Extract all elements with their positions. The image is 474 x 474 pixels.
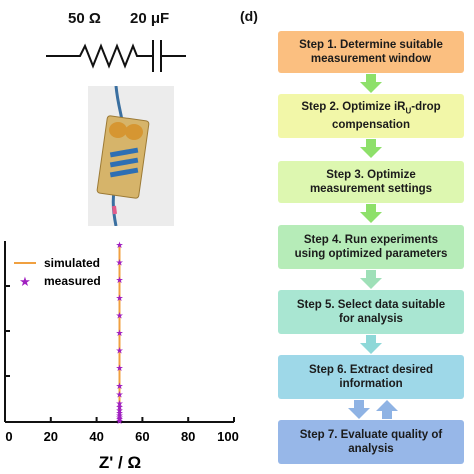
arrow-down-2	[360, 139, 382, 158]
step-6-box: Step 6. Extract desired information	[278, 355, 464, 399]
x-tick-label-0: 0	[5, 429, 12, 444]
measured-point: ★	[115, 363, 123, 373]
step-5-line-2: for analysis	[339, 313, 403, 325]
measured-point: ★	[115, 411, 123, 421]
x-tick-label-60: 60	[135, 429, 149, 444]
step-1-box: Step 1. Determine suitable measurement wi…	[278, 31, 464, 73]
x-tick-label-80: 80	[181, 429, 195, 444]
arrow-down-1	[360, 74, 382, 93]
measured-point: ★	[115, 258, 123, 268]
x-tick-label-20: 20	[44, 429, 58, 444]
step-3-box: Step 3. Optimize measurement settings	[278, 161, 464, 203]
step-7-line-1: Step 7. Evaluate quality of	[299, 429, 443, 441]
resistor-symbol	[46, 43, 152, 69]
measured-point: ★	[115, 405, 123, 415]
step-4-line-2: using optimized parameters	[294, 248, 448, 260]
measured-point: ★	[115, 240, 123, 250]
step-3-line-1: Step 3. Optimize	[326, 169, 416, 181]
measured-point: ★	[115, 412, 123, 422]
x-tick-label-40: 40	[89, 429, 103, 444]
step-2-line-1: Step 2. Optimize iRU-drop	[301, 100, 441, 116]
legend-measured-marker: ★	[19, 274, 31, 289]
arrow-up-7	[376, 400, 398, 419]
legend-measured-label: measured	[44, 274, 101, 288]
measured-point: ★	[115, 402, 123, 412]
step-1-line-1: Step 1. Determine suitable	[299, 39, 443, 51]
step-4-line-1: Step 4. Run experiments	[303, 234, 439, 246]
step-7-box: Step 7. Evaluate quality of analysis	[278, 420, 464, 464]
capacitor-label: 20 μF	[130, 10, 170, 27]
measured-point: ★	[115, 275, 123, 285]
measured-point: ★	[115, 416, 123, 426]
x-tick-label-100: 100	[217, 429, 239, 444]
resistor-label: 50 Ω	[68, 10, 101, 27]
measured-point: ★	[115, 414, 123, 424]
measured-point: ★	[115, 346, 123, 356]
arrow-down-4	[360, 270, 382, 289]
step-6-line-1: Step 6. Extract desired	[309, 364, 433, 376]
step-2-box: Step 2. Optimize iRU-drop compensation	[278, 94, 464, 138]
step-5-box: Step 5. Select data suitable for analysis	[278, 290, 464, 334]
x-axis-title: Z' / Ω	[99, 453, 141, 472]
step-3-line-2: measurement settings	[309, 183, 433, 195]
measured-point: ★	[115, 408, 123, 418]
step-1-line-2: measurement window	[310, 53, 432, 65]
arrow-down-6	[348, 400, 370, 419]
measured-point: ★	[115, 293, 123, 303]
measured-point: ★	[115, 310, 123, 320]
measured-point: ★	[115, 328, 123, 338]
measured-point: ★	[115, 381, 123, 391]
circuit-diagram	[46, 40, 186, 72]
legend-simulated-label: simulated	[44, 256, 100, 270]
step-7-line-2: analysis	[348, 443, 394, 455]
measured-point: ★	[115, 398, 123, 408]
measured-point: ★	[115, 390, 123, 400]
arrow-down-5	[360, 335, 382, 354]
circuit-board-photo	[88, 85, 174, 227]
arrow-down-3	[360, 204, 382, 223]
panel-label: (d)	[240, 8, 258, 24]
step-4-box: Step 4. Run experiments using optimized p…	[278, 225, 464, 269]
step-6-line-2: information	[339, 378, 403, 390]
step-5-line-1: Step 5. Select data suitable	[296, 299, 446, 311]
flow-arrows	[348, 74, 398, 419]
step-2-line-2: compensation	[332, 119, 410, 132]
